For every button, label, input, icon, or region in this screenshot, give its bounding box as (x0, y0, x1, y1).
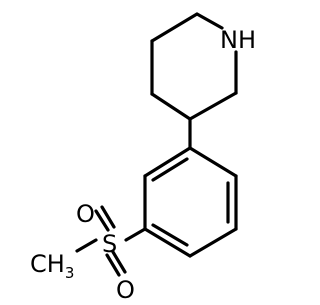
bond-c-n-top (195, 12, 224, 30)
nh-label: NH (220, 26, 256, 54)
bond-s-o-upper-a (94, 209, 110, 232)
sulfonyl-group (75, 205, 147, 277)
ch3-subscript: 3 (65, 264, 75, 282)
bond-c-c-top (150, 12, 199, 43)
bond-ar-6 (143, 146, 192, 178)
s-label: S (102, 230, 117, 258)
o-upper-label: O (76, 200, 95, 228)
bond-ar-4 (143, 227, 192, 258)
ch3-label: CH3 (30, 250, 74, 282)
bond-c-c-left-bottom (150, 92, 192, 121)
bond-s-ch3 (75, 238, 98, 253)
piperidine-ring (150, 12, 238, 121)
o-lower-label: O (116, 276, 135, 300)
bond-ar-1 (188, 146, 238, 178)
benzene-ring (143, 146, 238, 258)
bond-s-o-lower-a (105, 253, 121, 277)
structure-canvas: NH S O O CH3 (30, 12, 256, 304)
ch3-main-text: CH (30, 250, 65, 278)
bond-s-o-upper-b (100, 205, 116, 229)
bond-ar-3 (188, 227, 238, 258)
bond-ar-double-3 (151, 157, 189, 182)
chemical-structure-diagram: NH S O O CH3 (30, 12, 256, 304)
bond-aryl-s (124, 227, 147, 242)
bond-c-c-right (188, 91, 238, 121)
bond-ar-double-2 (151, 223, 189, 247)
bond-s-o-lower-b (111, 250, 127, 274)
